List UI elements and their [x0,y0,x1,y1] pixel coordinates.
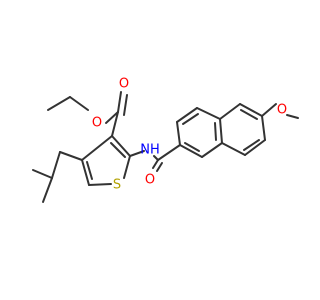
bond-n6-inner [184,142,200,152]
bond-c3-c2 [111,135,131,157]
bond-n3 [196,107,221,120]
nh-label: NH [140,143,160,158]
amide-linkage [129,144,181,172]
bond-n10-inner [243,139,260,151]
bond-carbonyl-ring [111,111,119,137]
bond-o-carbonyl [105,111,119,124]
molecule-canvas: O O NH S O O [32,77,299,203]
ester-oxygen-single-label: O [92,116,102,131]
ester-oxygen-double-label: O [119,77,129,92]
bond-c2-n [129,150,145,157]
bond-c2-s [123,155,131,179]
bond-ethyl-ch3 [47,96,71,111]
bond-n1 [176,121,181,146]
naphthalene-ring [176,103,266,158]
methoxy-group [261,103,299,119]
bond-c3-c2-inner [110,142,126,158]
thiophene-ring [81,135,131,186]
bond-c4-c5-inner [86,161,93,180]
bond-n2-inner [182,113,199,125]
bond-n2 [176,107,198,123]
bond-ch-ch3-a [32,169,53,179]
bond-c4-c3 [81,135,113,161]
bond-n4-inner [214,122,217,141]
bond-ch2-ch [51,151,61,179]
bond-naph-o [261,103,277,117]
bond-c5-c4 [81,159,90,186]
structure-diagram: O O NH S O O [32,77,299,203]
bond-n8-inner [240,109,258,120]
bond-n8 [239,103,263,117]
bond-n10 [244,139,266,156]
amide-oxygen-label: O [145,173,155,188]
bond-c4-ch2 [59,151,83,161]
bond-n11 [221,142,246,156]
bond-carbonyl-naph [157,144,181,161]
bond-n9 [261,115,266,141]
bond-n4 [219,118,223,144]
bond-s-c5 [88,183,112,186]
bond-ch-ch3-b [42,177,53,203]
bond-amide-c-o-a [152,159,159,169]
methoxy-oxygen-label: O [277,103,287,118]
bond-ethyl-ch2-o [69,96,89,111]
atom-labels: O O NH S O O [92,77,287,193]
bond-n6 [179,144,203,158]
bond-carbonyl-o-double-a [117,91,122,113]
bond-n5 [201,142,223,158]
bond-carbonyl-o-double-b [123,94,128,116]
bond-n7 [219,103,241,120]
isobutyl-group [32,151,83,203]
ethyl-ester-group [47,91,128,137]
bond-o-ch3 [286,114,299,119]
bond-amide-c-o-b [156,162,163,172]
sulfur-label: S [113,178,121,193]
